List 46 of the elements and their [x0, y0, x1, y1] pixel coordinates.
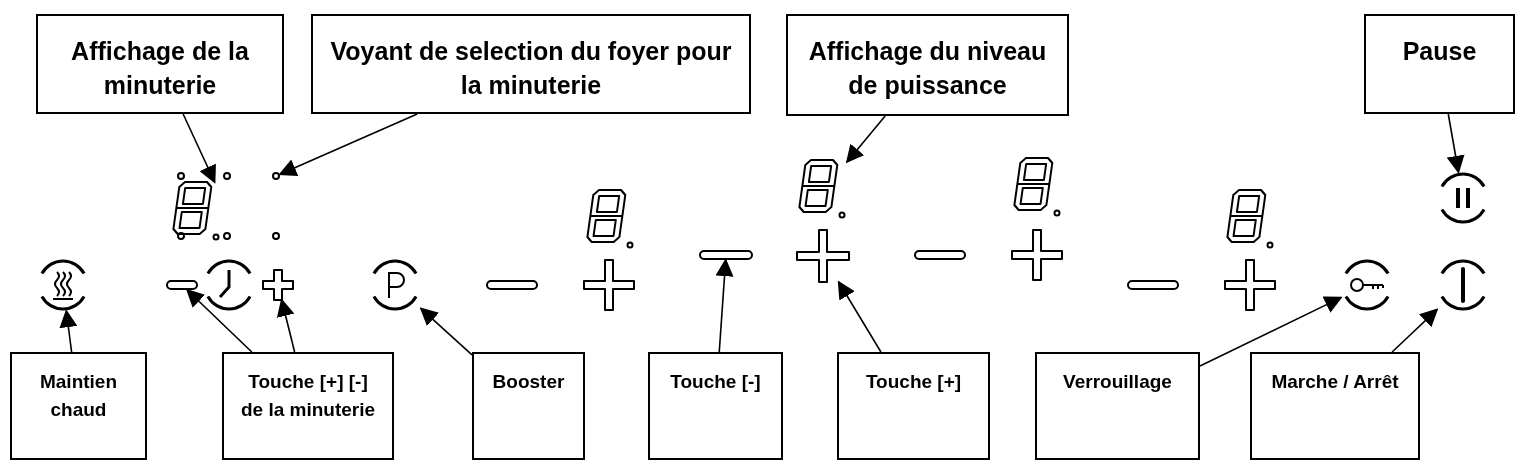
label-box	[1250, 352, 1420, 460]
leader-arrow	[278, 113, 418, 176]
power-level-display	[798, 159, 846, 219]
label-box	[786, 14, 1069, 116]
callout-text: Maintien chaud	[38, 370, 119, 422]
timer-display	[172, 181, 220, 241]
label-box	[311, 14, 751, 114]
label-box	[222, 352, 394, 460]
booster-icon	[372, 259, 418, 311]
minus-icon	[699, 250, 753, 260]
pause-icon	[1440, 172, 1486, 224]
label-box	[1364, 14, 1515, 114]
leader-arrow	[1199, 296, 1343, 367]
callout-text: Touche [+]	[865, 370, 962, 394]
leader-arrow	[845, 115, 886, 164]
leader-arrow	[182, 113, 216, 184]
label-box	[10, 352, 147, 460]
label-box	[36, 14, 284, 114]
leader-arrow	[1446, 113, 1465, 174]
callout-text: Marche / Arrêt	[1271, 370, 1399, 394]
label-box	[837, 352, 990, 460]
leader-arrow	[419, 307, 473, 356]
warming-icon	[40, 259, 86, 311]
callout-text: Affichage du niveau de puissance	[807, 36, 1048, 101]
callout-text: Affichage de la minuterie	[70, 36, 250, 101]
leader-arrow	[1391, 308, 1439, 353]
callout-text: Pause	[1402, 36, 1477, 67]
power-icon	[1440, 259, 1486, 311]
leader-arrow	[837, 280, 882, 353]
label-box	[1035, 352, 1200, 460]
callout-text: Touche [+] [-] de la minuterie	[239, 370, 377, 422]
leader-arrow	[715, 258, 734, 353]
indicator-dot	[272, 172, 280, 180]
minus-icon	[166, 280, 198, 290]
label-box	[648, 352, 783, 460]
callout-text: Touche [-]	[670, 370, 761, 394]
plus-icon	[262, 269, 294, 301]
leader-arrow	[59, 309, 78, 353]
callout-text: Verrouillage	[1063, 370, 1172, 394]
label-box	[472, 352, 585, 460]
leader-arrow	[276, 298, 296, 353]
callout-text: Voyant de selection du foyer pour la minuterie	[329, 36, 733, 101]
leader-arrow	[185, 288, 253, 353]
lock-key-icon	[1344, 259, 1390, 311]
plus-icon	[796, 229, 850, 283]
callout-text: Booster	[492, 370, 565, 394]
